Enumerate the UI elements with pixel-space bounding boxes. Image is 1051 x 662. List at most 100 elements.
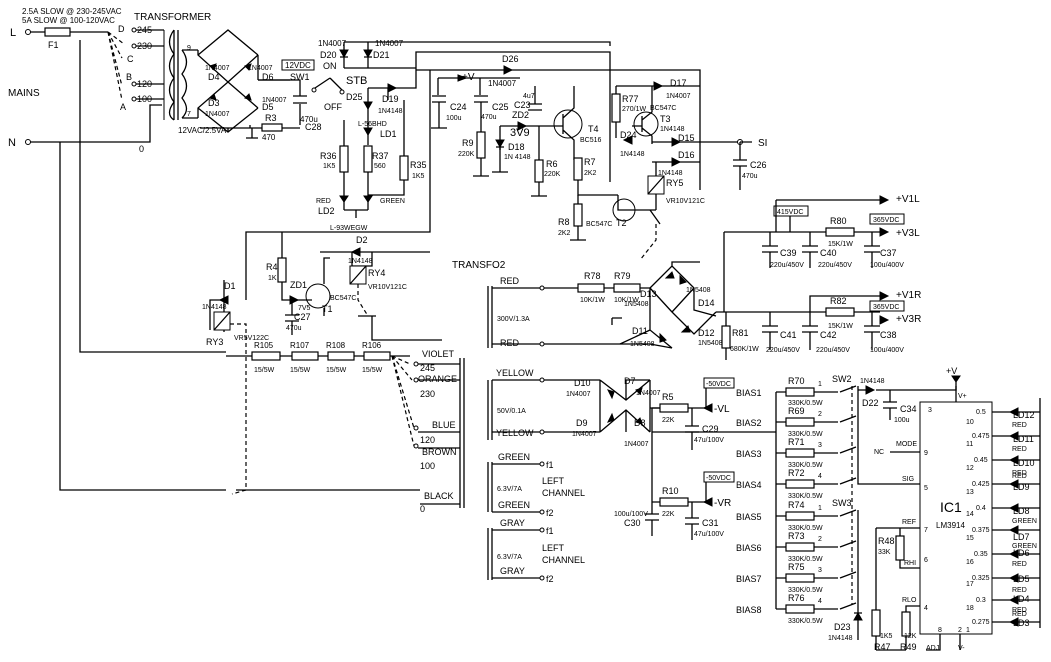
d10-type: 1N4007 bbox=[566, 391, 591, 398]
r71-resistor bbox=[785, 448, 815, 458]
si-label: SI bbox=[758, 138, 767, 149]
sw3-pos-4: 4 bbox=[818, 598, 822, 605]
led-name-ld3: LD3 bbox=[1013, 618, 1030, 628]
r82-label: R82 bbox=[830, 296, 847, 306]
d15-label: D15 bbox=[678, 133, 695, 143]
tap2-0: 0 bbox=[420, 504, 425, 514]
r4-label: R4 bbox=[266, 262, 278, 272]
r73-label: R73 bbox=[788, 531, 805, 541]
v1l-label: +V1L bbox=[896, 194, 920, 205]
c40-value: 220u/450V bbox=[818, 262, 852, 269]
c26-value: 470u bbox=[742, 173, 758, 180]
365vdc-box-1 bbox=[869, 213, 905, 225]
d11-type: 1N5408 bbox=[630, 341, 655, 348]
fil2-channel: CHANNEL bbox=[542, 555, 585, 565]
fuse-f1-label: F1 bbox=[48, 40, 59, 50]
mains-n-terminal bbox=[25, 139, 31, 145]
r7-resistor bbox=[573, 157, 583, 181]
r47-value: 1K5 bbox=[880, 633, 893, 640]
r48-label: R48 bbox=[878, 536, 895, 546]
sw3-pos-2: 2 bbox=[818, 536, 822, 543]
r74-label: R74 bbox=[788, 500, 805, 510]
ic1-sig: SIG bbox=[902, 476, 914, 483]
c41-value: 220u/450V bbox=[766, 347, 800, 354]
ic1-nc: NC bbox=[874, 449, 884, 456]
ld1-label: LD1 bbox=[380, 129, 397, 139]
bias-row-2: BIAS2 R69 330K/0.5W 2 bbox=[736, 406, 838, 438]
wire-violet: VIOLET bbox=[422, 349, 455, 359]
neg-vl-label: -VL bbox=[714, 404, 730, 415]
w2-rating: 50V/0.1A bbox=[497, 408, 526, 415]
sw1-label: SW1 bbox=[290, 72, 310, 82]
r7-value: 2K2 bbox=[584, 170, 597, 177]
d25-label: D25 bbox=[346, 92, 363, 102]
t4-label: T4 bbox=[588, 124, 599, 134]
tx-pin-9: 9 bbox=[187, 45, 191, 52]
r6-resistor bbox=[534, 159, 544, 183]
r78-resistor bbox=[577, 283, 605, 293]
r10-label: R10 bbox=[662, 486, 679, 496]
c42-value: 220u/450V bbox=[816, 347, 850, 354]
fuse-note-2: 5A SLOW @ 100-120VAC bbox=[22, 16, 115, 25]
bias-row-5: BIAS5 R74 330K/0.5W 1 bbox=[736, 500, 838, 532]
ic1-pin3: 3 bbox=[928, 407, 932, 414]
t1-type: BC547C bbox=[330, 295, 356, 302]
mains-label: MAINS bbox=[8, 88, 40, 99]
led-row-ld4: 18 0.3 LD4 RED bbox=[966, 594, 1040, 614]
sw2-pos-3: 3 bbox=[818, 442, 822, 449]
c29-value: 47u/100V bbox=[694, 437, 724, 444]
neg-vr-label: -VR bbox=[714, 498, 731, 509]
r10-resistor bbox=[659, 497, 689, 507]
r72-value: 330K/0.5W bbox=[788, 493, 823, 500]
c24-label: C24 bbox=[450, 102, 467, 112]
r77-value: 270/1W bbox=[622, 106, 647, 113]
ic1-rhi: RHI bbox=[904, 560, 916, 567]
r106-resistor bbox=[363, 351, 391, 361]
led-val-ld6: 0.35 bbox=[974, 551, 988, 558]
ry3-type: VR5V122C bbox=[234, 335, 269, 342]
bias-row-7: BIAS7 R75 330K/0.5W 3 bbox=[736, 562, 838, 594]
r108-resistor bbox=[327, 351, 355, 361]
tx-secondary-rating: 12VAC/2.5VA bbox=[178, 126, 227, 135]
led-row-ld9: 13 0.425 LD9 RED bbox=[966, 473, 1040, 496]
d16-label: D16 bbox=[678, 150, 695, 160]
w4-rating: 6.3V/7A bbox=[497, 554, 522, 561]
365vdc-label-2: 365VDC bbox=[873, 304, 899, 311]
led-row-ld10: 12 0.45 LD10 RED bbox=[966, 455, 1040, 477]
tap2-120: 120 bbox=[420, 435, 435, 445]
r74-resistor bbox=[785, 511, 815, 521]
d5-label: D5 bbox=[262, 102, 274, 112]
sec-red-2: RED bbox=[500, 338, 520, 348]
ic1-pin6: 6 bbox=[924, 557, 928, 564]
ic1-pin2: 2 bbox=[958, 627, 962, 634]
r79-resistor bbox=[613, 283, 641, 293]
bias-label-3: BIAS3 bbox=[736, 449, 762, 459]
sec-yellow-1: YELLOW bbox=[496, 368, 534, 378]
fuse-note-1: 2.5A SLOW @ 230-245VAC bbox=[22, 7, 122, 16]
bias-label-2: BIAS2 bbox=[736, 418, 762, 428]
d24-label: D24 bbox=[620, 130, 637, 140]
led-val-ld9: 0.425 bbox=[972, 481, 990, 488]
t3-label: T3 bbox=[660, 114, 671, 124]
r35-resistor bbox=[399, 155, 409, 181]
ic1-vp: V+ bbox=[958, 393, 967, 400]
c23-label: C23 bbox=[514, 100, 531, 110]
r3-label: R3 bbox=[265, 113, 277, 123]
r47-label: R47 bbox=[874, 642, 891, 652]
transfo2-title: TRANSFO2 bbox=[452, 260, 506, 271]
led-val-ld10: 0.45 bbox=[974, 457, 988, 464]
r74-value: 330K/0.5W bbox=[788, 525, 823, 532]
r81-value: 680K/1W bbox=[730, 346, 759, 353]
led-pin-11: 11 bbox=[966, 441, 973, 448]
ld12-diode bbox=[1008, 407, 1019, 417]
led-name-ld6: LD6 bbox=[1013, 548, 1030, 558]
r70-resistor bbox=[785, 387, 815, 397]
tap-letter-c: C bbox=[127, 54, 134, 64]
r73-value: 330K/0.5W bbox=[788, 556, 823, 563]
c31-value: 47u/100V bbox=[694, 531, 724, 538]
led-name-ld10: LD10 bbox=[1013, 458, 1035, 468]
v3r-label: +V3R bbox=[896, 314, 921, 325]
365vdc-box-2 bbox=[869, 300, 905, 312]
r8-resistor bbox=[573, 203, 583, 227]
d6-label: D6 bbox=[262, 72, 274, 82]
